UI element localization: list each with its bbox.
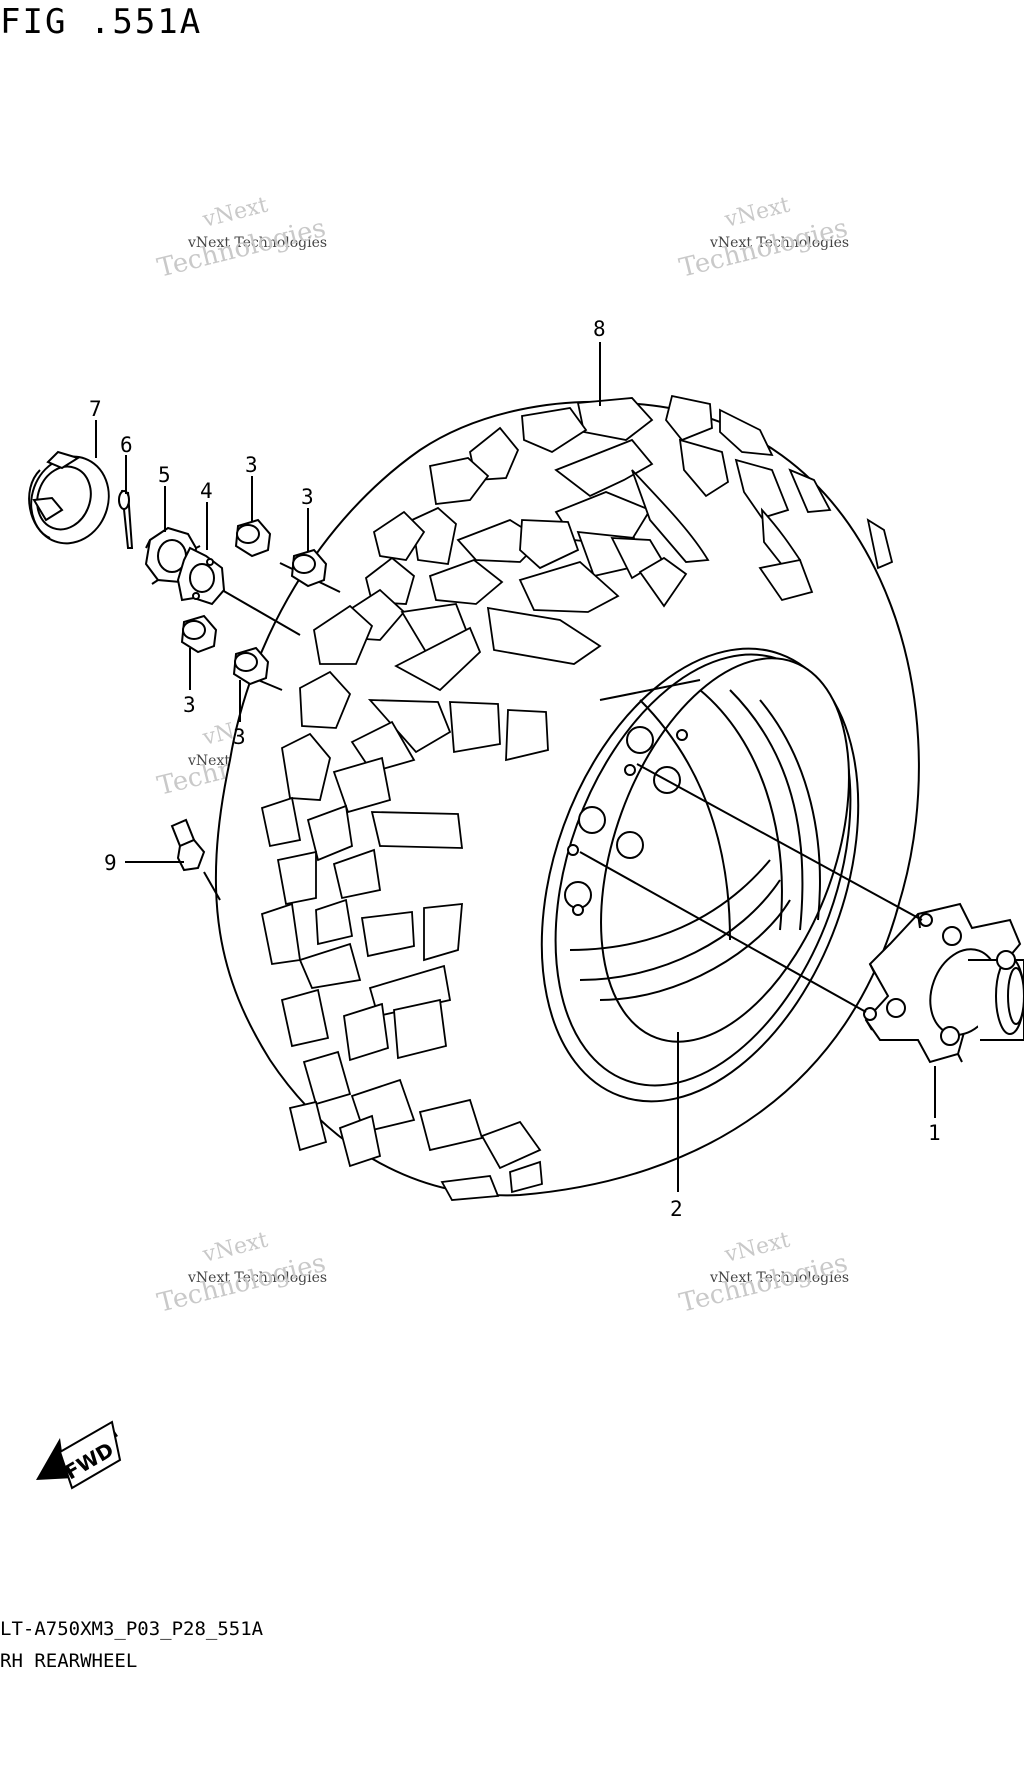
leader-lines [95, 342, 936, 1192]
tire-valve [170, 818, 206, 872]
figure-title: FIG .551A [0, 2, 203, 42]
wheel-nut [180, 614, 218, 654]
cotter-pin [118, 489, 134, 549]
watermark-bottom-left: vNext vNext Technologies Technologies [154, 1228, 328, 1319]
callout-8: 8 [593, 317, 606, 341]
callout-3c: 3 [183, 693, 196, 717]
callout-1: 1 [928, 1121, 941, 1145]
model-code: LT-A750XM3_P03_P28_551A [0, 1618, 264, 1640]
wheel-nut [290, 548, 328, 588]
wheel-hub [863, 902, 1024, 1064]
svg-text:vNext: vNext [199, 1228, 270, 1268]
wheel-rim [540, 647, 860, 1103]
svg-text:vNext Technologies: vNext Technologies [709, 1270, 849, 1286]
wheel-nut [232, 646, 270, 686]
tire-tread [260, 394, 894, 1201]
washer [176, 546, 226, 606]
svg-text:vNext Technologies: vNext Technologies [187, 1270, 327, 1286]
callout-6: 6 [120, 433, 133, 457]
part-name: RH REARWHEEL [0, 1650, 138, 1672]
svg-text:vNext: vNext [199, 193, 270, 233]
callout-7: 7 [89, 397, 102, 421]
callout-3a: 3 [245, 453, 258, 477]
hub-cap [28, 450, 110, 545]
callout-4: 4 [200, 479, 213, 503]
watermark-top-left: vNext vNext Technologies Technologies [154, 193, 328, 284]
callout-2: 2 [670, 1197, 683, 1221]
watermark-top-right: vNext vNext Technologies Technologies [676, 193, 850, 284]
callout-labels: 1 2 3 3 3 3 4 5 6 7 8 9 [89, 317, 941, 1221]
fwd-arrow-icon: FWD [36, 1420, 122, 1490]
wheel-nut [234, 518, 272, 558]
alignment-lines [203, 562, 923, 1013]
callout-9: 9 [104, 851, 117, 875]
callout-3d: 3 [233, 725, 246, 749]
svg-text:vNext Technologies: vNext Technologies [187, 235, 327, 251]
callout-5: 5 [158, 463, 171, 487]
watermark-bottom-right: vNext vNext Technologies Technologies [676, 1228, 850, 1319]
svg-text:vNext: vNext [721, 193, 792, 233]
svg-text:vNext: vNext [721, 1228, 792, 1268]
callout-3b: 3 [301, 485, 314, 509]
svg-text:vNext Technologies: vNext Technologies [709, 235, 849, 251]
